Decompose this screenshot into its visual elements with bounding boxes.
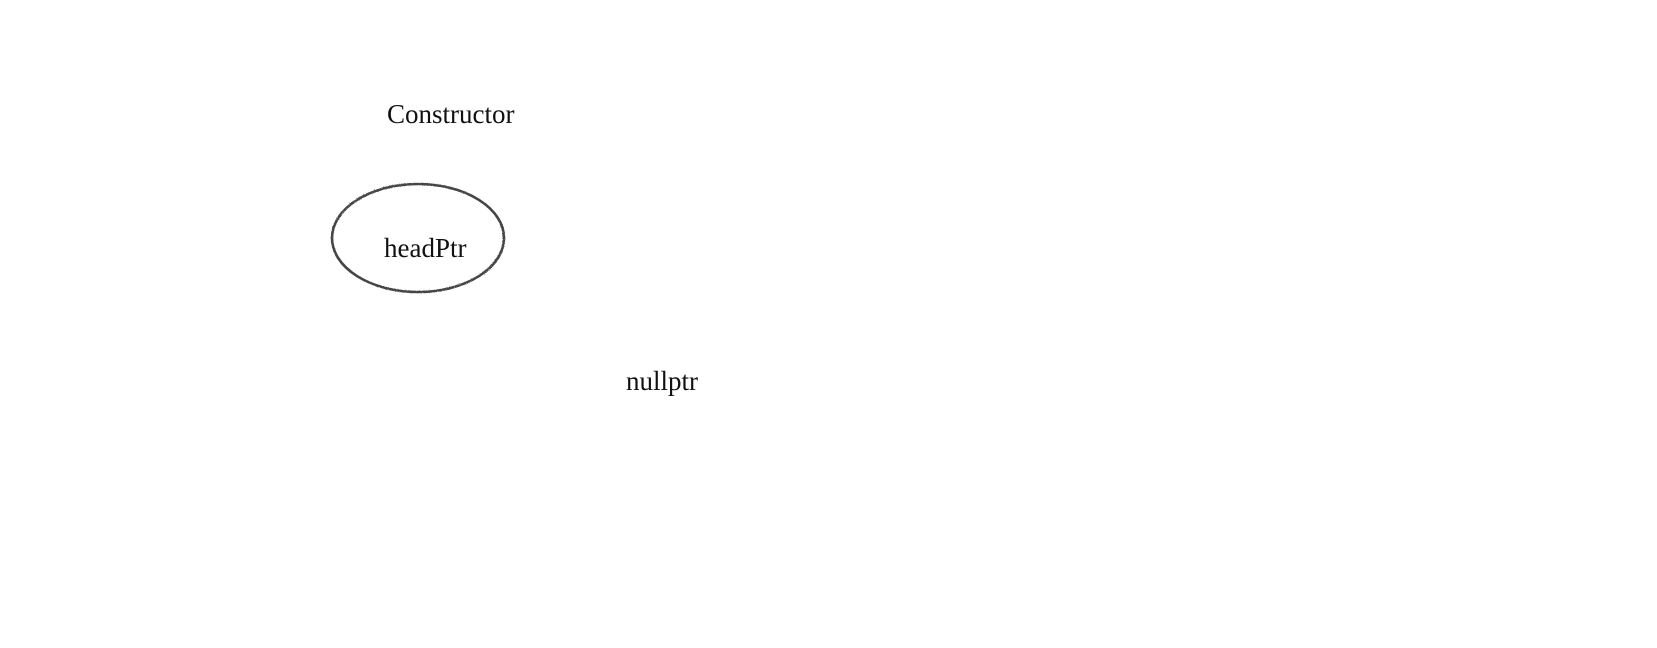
diagram-title: Constructor	[387, 99, 515, 129]
head-pointer-label: headPtr	[384, 233, 466, 263]
head-pointer-node: headPtr	[330, 182, 506, 294]
head-pointer-ellipse	[330, 182, 506, 294]
pointer-connector	[438, 229, 607, 356]
null-pointer-label: nullptr	[626, 366, 698, 396]
null-ground-symbol	[560, 352, 645, 390]
